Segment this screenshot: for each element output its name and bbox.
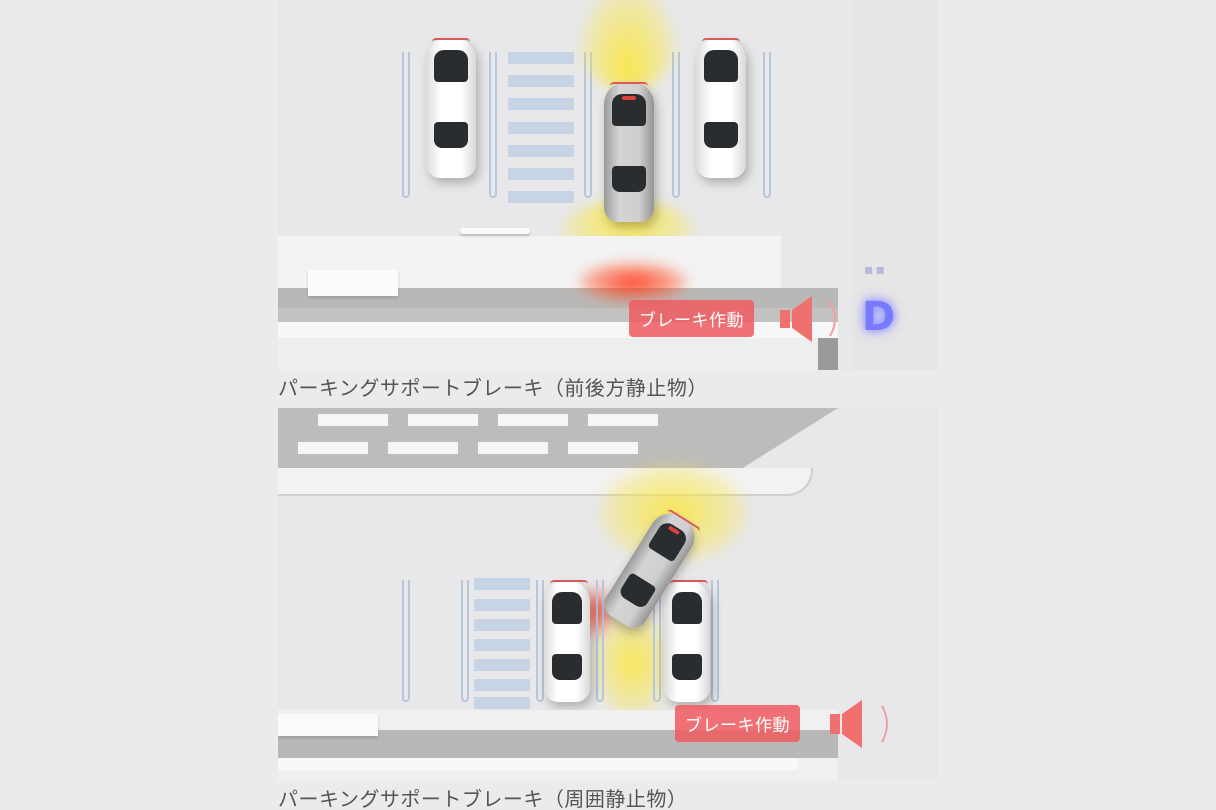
parking-line [672, 52, 680, 198]
parked-car [544, 580, 590, 702]
parking-line [711, 580, 719, 702]
brake-activated-badge: ブレーキ作動 [629, 300, 754, 337]
parked-car [426, 38, 476, 178]
front-sensor-field [578, 0, 678, 90]
parking-line [584, 52, 592, 198]
roof-units [278, 714, 378, 736]
parked-car [664, 580, 710, 702]
parking-line [596, 580, 604, 702]
gear-indicator-drive: D [862, 294, 896, 340]
alert-sensor-field [578, 262, 688, 302]
speaker-icon [780, 296, 836, 342]
parking-line [489, 52, 497, 198]
illustration-front-rear-static-objects: ブレーキ作動 ▪▪ D [278, 0, 938, 370]
parking-line [461, 580, 469, 702]
parking-line [402, 580, 410, 702]
caption-front-rear: パーキングサポートブレーキ（前後方静止物） [278, 376, 708, 400]
parking-line [763, 52, 771, 198]
gear-indicator-dots: ▪▪ [864, 262, 887, 278]
own-car [604, 82, 654, 222]
illustration-surrounding-static-objects: ブレーキ作動 [278, 408, 938, 780]
parking-line [536, 580, 544, 702]
parked-car [696, 38, 746, 178]
brake-activated-badge: ブレーキ作動 [675, 705, 800, 742]
parking-line [402, 52, 410, 198]
parking-line [653, 580, 661, 702]
roof-units [308, 270, 398, 296]
speaker-icon [830, 700, 888, 748]
caption-surrounding: パーキングサポートブレーキ（周囲静止物） [278, 787, 688, 810]
